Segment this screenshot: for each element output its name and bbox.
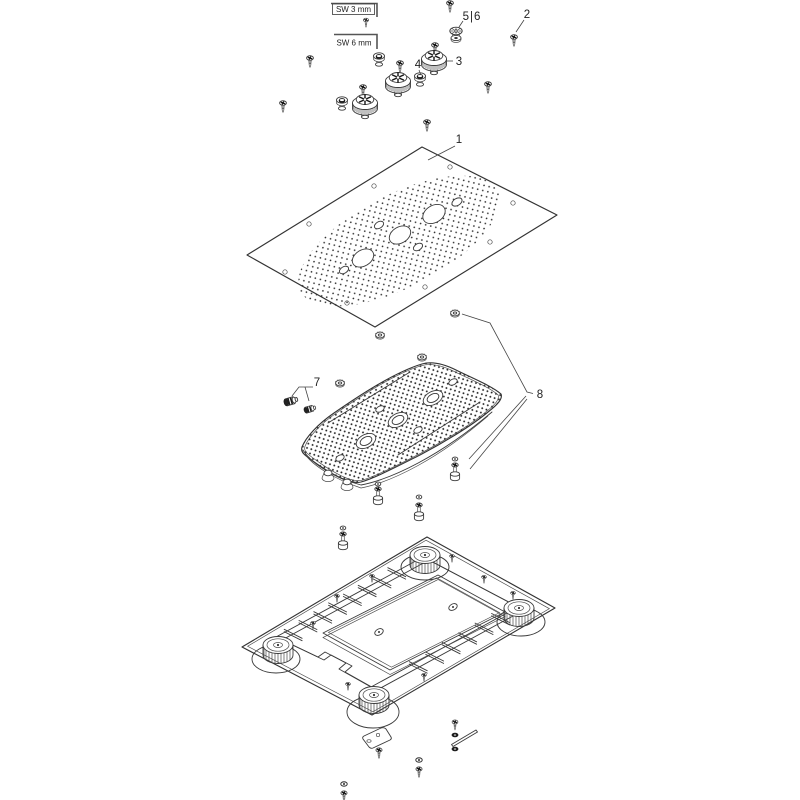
washer-icon (374, 481, 382, 487)
inner-frame (322, 574, 506, 671)
washer-icon (451, 456, 459, 462)
screw-icon (445, 0, 455, 13)
bolt-icon (372, 486, 384, 506)
washer-icon (339, 525, 347, 531)
mounting-bracket (362, 727, 392, 749)
top-hardware-cluster: SW 3 mm SW 6 mm (278, 0, 519, 132)
washer-icon (340, 781, 348, 787)
face-plate-openings (338, 197, 463, 275)
callout-7: 7 (314, 377, 320, 389)
callout-1: 1 (456, 134, 462, 146)
allen-key-6mm: SW 6 mm (334, 33, 378, 49)
screw-icon (483, 80, 493, 94)
deck-bosses (374, 603, 458, 636)
callout-8: 8 (537, 389, 543, 401)
slotted-nozzle-icon (449, 26, 463, 43)
screw-icon (305, 55, 315, 68)
connector-fitting-icon (302, 404, 317, 415)
knurled-foot-icon (262, 636, 294, 664)
plate-thickness-edge (302, 411, 493, 486)
bolt-icon (413, 502, 425, 522)
nut-icon (334, 378, 346, 388)
spray-plate (282, 362, 502, 491)
callout-3: 3 (456, 56, 462, 68)
bolt-icon (449, 462, 461, 482)
spray-plate-holes (335, 378, 458, 462)
screw-icon (278, 99, 288, 113)
bottom-hardware (340, 719, 478, 800)
knurled-foot-icon (409, 546, 441, 574)
screw-icon (395, 60, 405, 73)
housing-body (241, 536, 556, 729)
screw-icon (422, 118, 432, 132)
washer-icon (415, 494, 423, 500)
allen-key-3mm: SW 3 mm (331, 2, 378, 17)
plug-cap-icon (335, 96, 349, 111)
dark-washer-icon (451, 732, 459, 738)
screw-icon (340, 790, 348, 800)
screw-icon (415, 766, 423, 778)
callout-5-6: 5|6 (463, 11, 482, 23)
washer-icon (415, 757, 423, 763)
allen-pin-icon (451, 729, 478, 747)
knurled-foot-icon (358, 686, 390, 714)
allen-key-3mm-label: SW 3 mm (336, 5, 371, 14)
plug-cap-icon (413, 72, 427, 87)
screw-icon (509, 34, 519, 47)
nut-icon (449, 308, 461, 318)
bolt-icon (337, 531, 349, 551)
screw-icon (451, 719, 459, 731)
nut-icon (416, 352, 428, 362)
large-nozzle-icon (420, 49, 448, 76)
large-nozzle-icon (351, 93, 379, 120)
connector-fitting-icon (282, 395, 300, 407)
allen-key-6mm-label: SW 6 mm (336, 39, 371, 48)
callout-4: 4 (415, 59, 422, 71)
dark-washer-icon (451, 746, 459, 752)
plug-cap-icon (372, 52, 386, 67)
large-nozzle-icon (384, 71, 412, 98)
callout-2: 2 (524, 9, 530, 21)
screw-icon (375, 747, 383, 759)
face-plate (246, 146, 558, 328)
inner-frame-wall (322, 579, 506, 675)
nut-icon (374, 330, 386, 340)
hose-nipples (321, 469, 354, 491)
plate-thickness-edge (304, 415, 489, 489)
service-set (451, 719, 478, 752)
callouts: 1 2 3 4 5|6 7 8 (291, 9, 543, 470)
spray-plate-bosses (355, 389, 444, 450)
plate-seams (327, 371, 481, 456)
screw-icon (362, 17, 370, 28)
